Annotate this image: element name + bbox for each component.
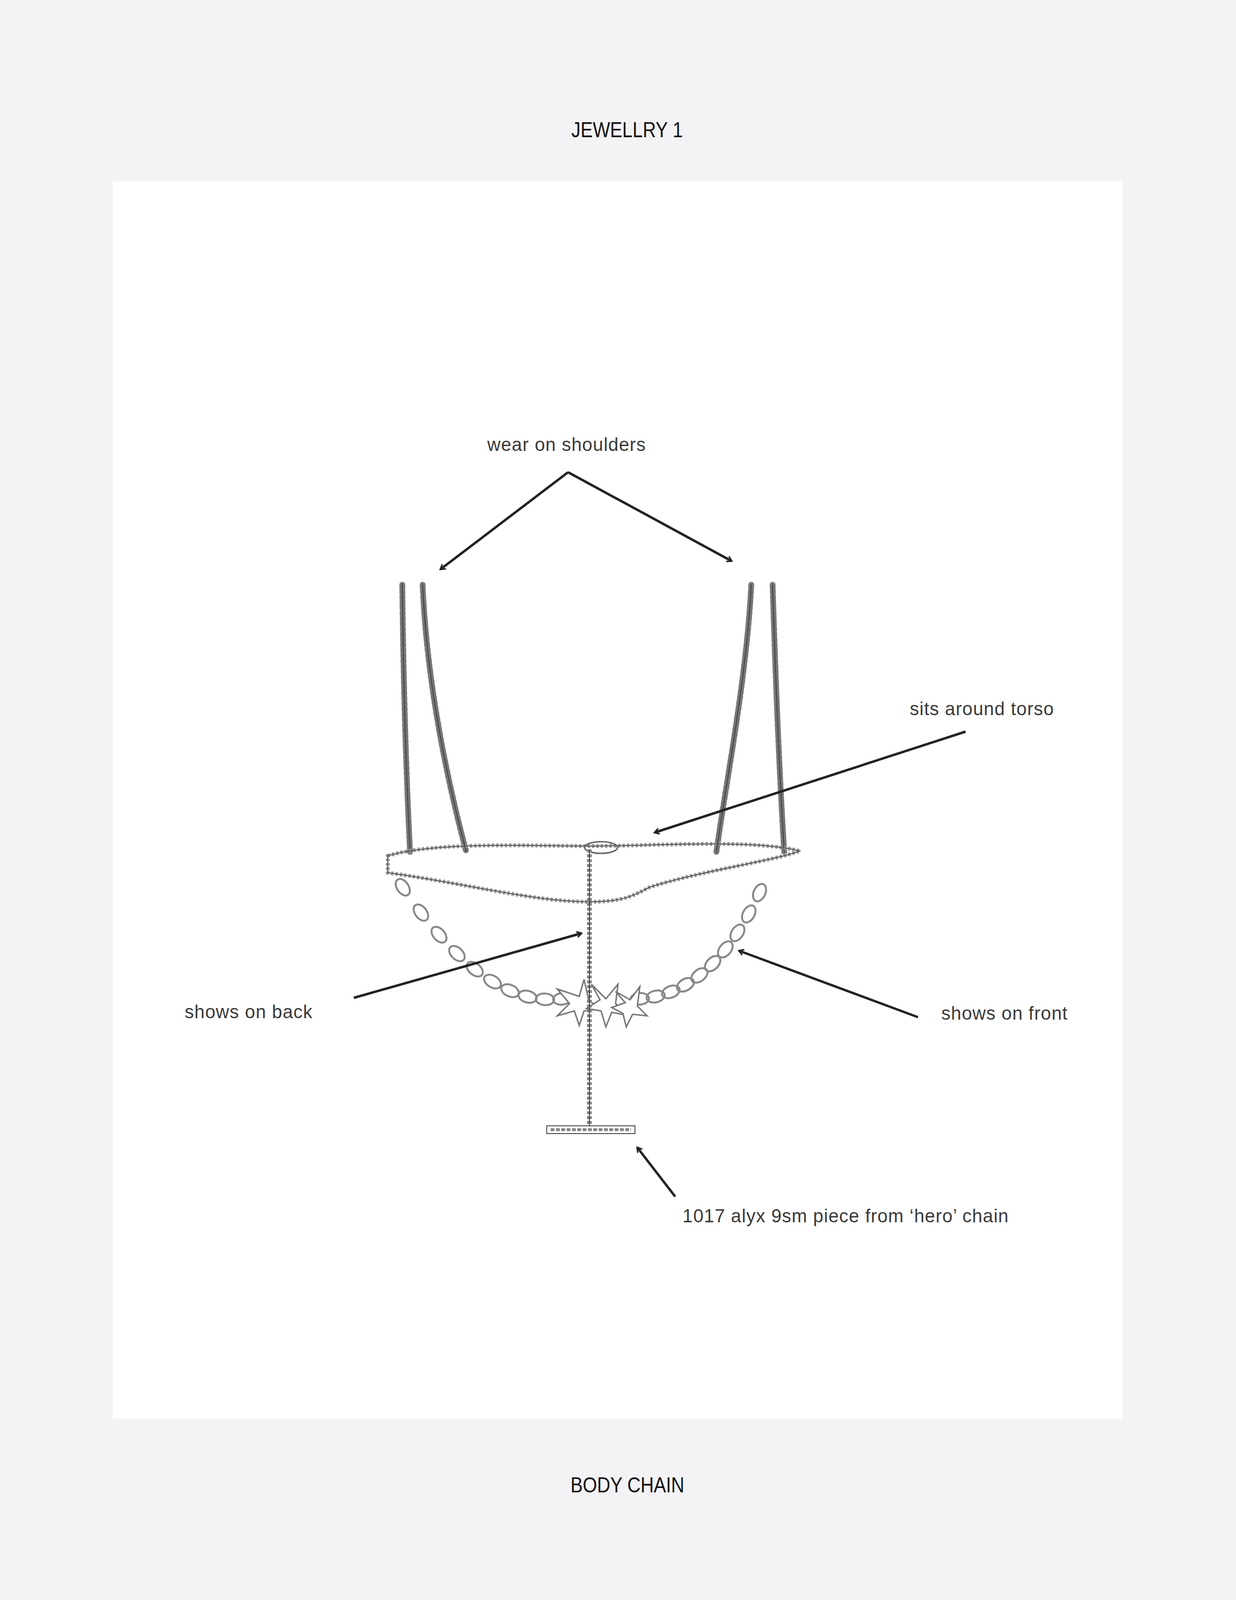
leader-arrow [440,472,569,570]
strap-chain [422,584,467,852]
chain-link [392,876,413,899]
white-panel [112,181,1123,1419]
strap-chain [772,584,785,852]
strap-chain [402,584,411,852]
callout-label: shows on back [184,1001,313,1023]
hero-drop-chain [546,849,635,1134]
star-logo [557,979,648,1027]
callout-label: sits around torso [909,698,1055,720]
chain-link [750,881,769,904]
strap-edge [422,584,467,852]
chain-link [517,988,539,1004]
star [611,986,648,1027]
chain-link [688,965,711,986]
leader-arrow [637,1147,676,1197]
callout-label: shows on front [941,1002,1068,1024]
logo-bar [546,1125,635,1134]
chain-link [739,903,759,925]
chain-link [499,981,521,1000]
chain-link [714,938,736,961]
chain-link [410,901,431,924]
leader-arrow [353,933,582,998]
front-mariner-chain [392,876,769,1006]
chain-link [428,923,450,946]
chain-link [727,921,748,944]
page-title: JEWELLRY 1 [571,117,683,143]
strap-edge [772,584,785,852]
chain-link [535,992,555,1006]
callout-label: wear on shoulders [487,434,647,456]
chain-link [481,971,504,991]
leader-arrow [568,472,732,561]
page-caption: BODY CHAIN [570,1472,685,1497]
chain-link [660,982,682,1001]
torso-chain [387,841,800,902]
callout-label: 1017 alyx 9sm piece from ‘hero’ chain [682,1205,1009,1227]
chain-link [674,974,697,995]
leader-arrow [739,950,919,1017]
shoulder-straps [402,584,785,852]
strap-edge [402,584,411,852]
leader-arrow [654,731,966,833]
chain-link [446,942,468,965]
leader-arrows [353,472,966,1197]
